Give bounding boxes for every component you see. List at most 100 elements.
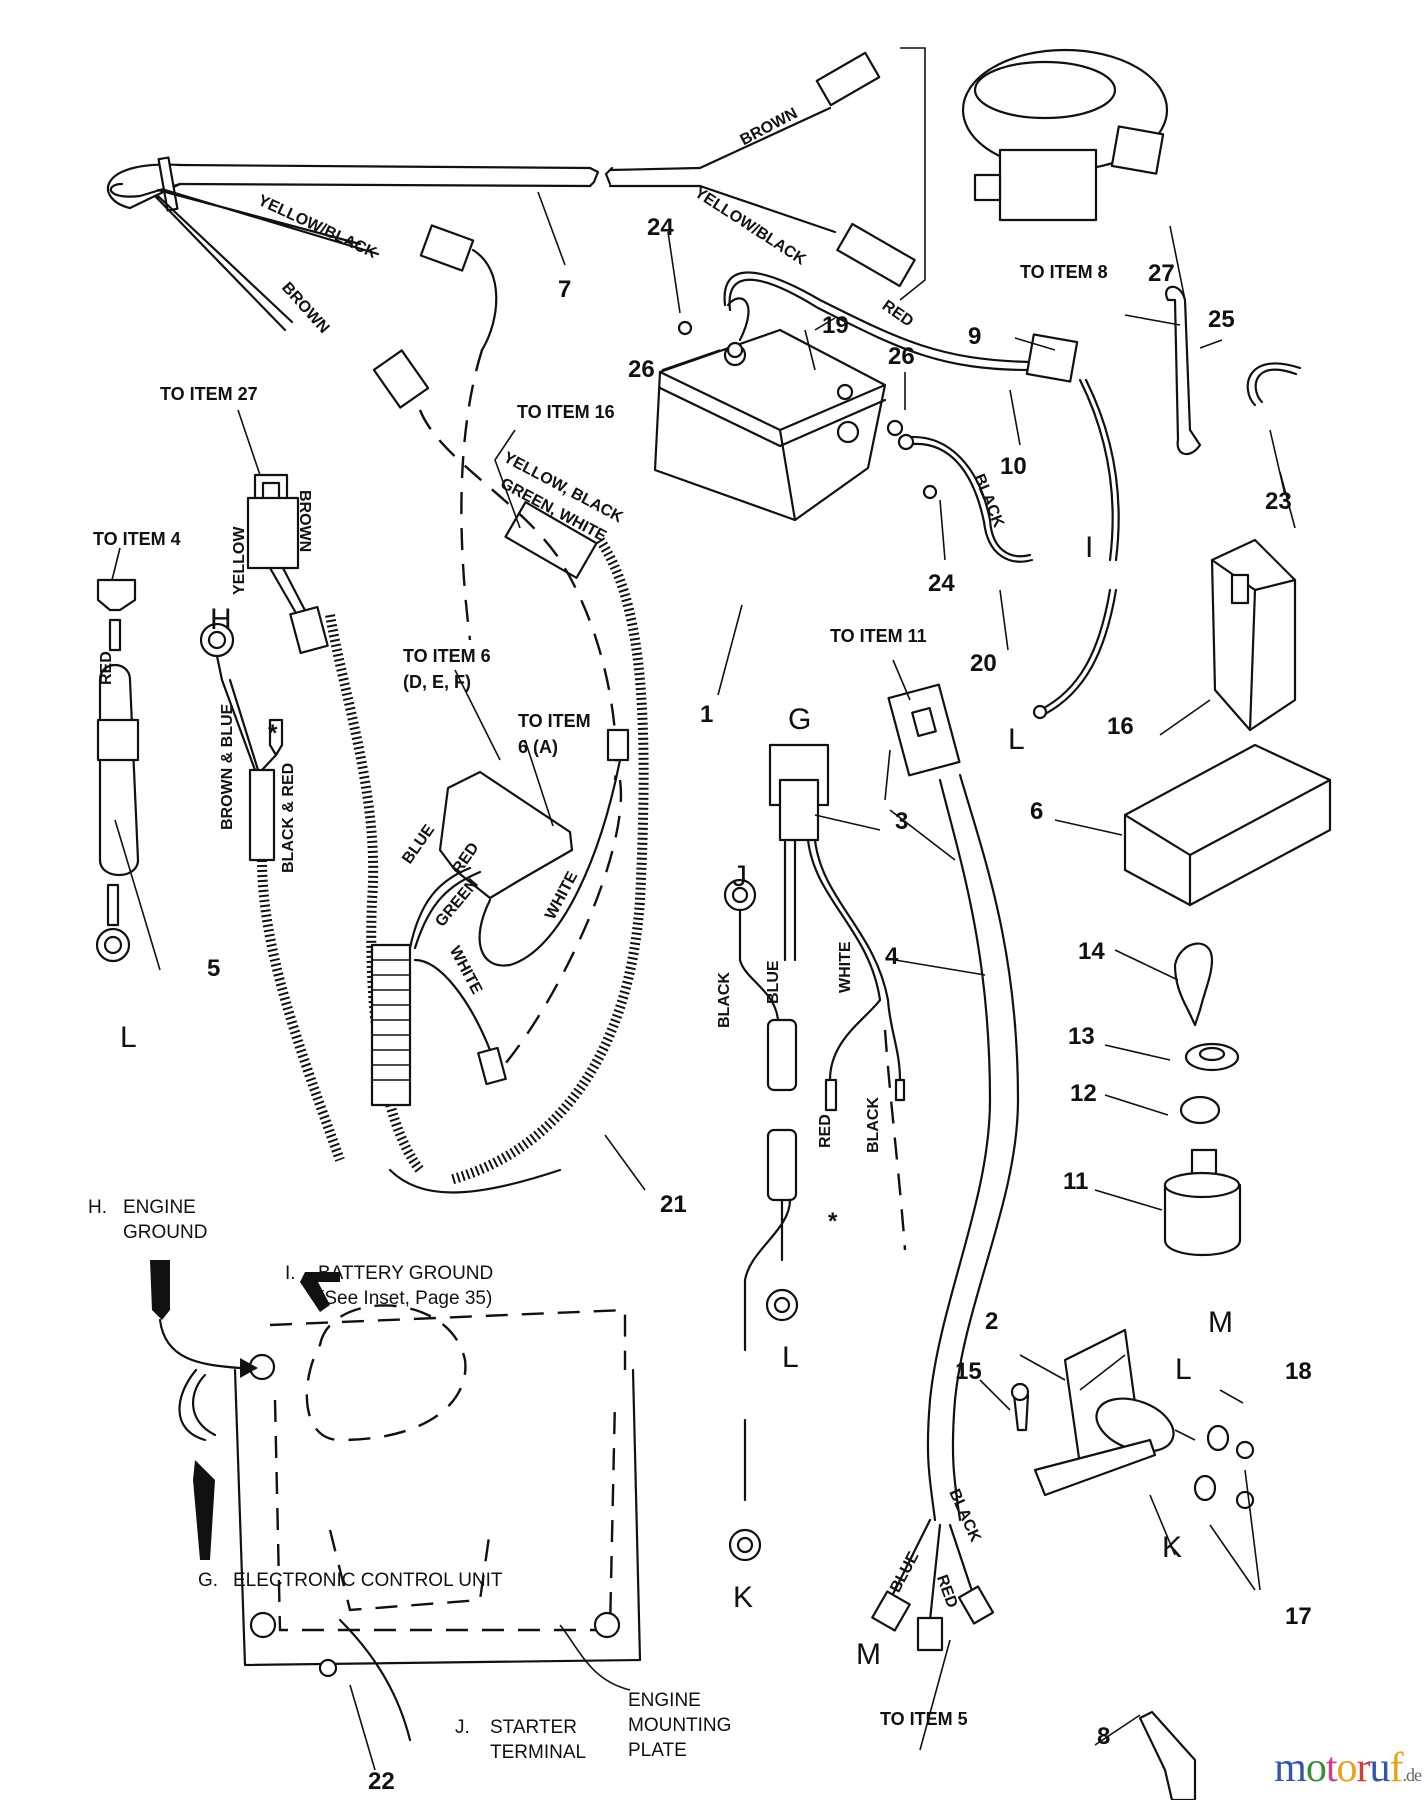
part-number-6: 6 <box>1030 798 1044 825</box>
eyelet-h-wires <box>199 622 284 772</box>
reference-to-item-6-a: TO ITEM <box>518 711 591 731</box>
note-plate-line2: MOUNTING <box>628 1715 732 1736</box>
part-3-lead <box>723 743 906 1562</box>
wire-label-black-red: BLACK & RED <box>280 762 297 873</box>
connector-to-item-6 <box>408 728 630 1086</box>
part-number-24: 24 <box>647 214 674 241</box>
connection-letter-i: I <box>1085 531 1094 564</box>
connection-letter-l: L <box>782 1341 799 1374</box>
part-number-18: 18 <box>1285 1358 1312 1385</box>
part-number-26: 26 <box>628 356 655 383</box>
wire-label-brown-blue: BROWN & BLUE <box>219 703 236 830</box>
part-12-washer <box>1179 1095 1221 1125</box>
watermark-tld: .de <box>1402 1765 1422 1785</box>
watermark-letter: o <box>1305 1745 1327 1791</box>
part-25-23 <box>1165 285 1302 456</box>
connection-letter-k: K <box>733 1581 754 1614</box>
part-5-fuse-holder <box>95 578 140 963</box>
motoruf-watermark: motoruf.de <box>1274 1744 1422 1792</box>
wire-label-red: RED <box>817 1114 834 1148</box>
part-number-7: 7 <box>558 276 572 303</box>
part-number-3: 3 <box>895 808 909 835</box>
part-number-22: 22 <box>368 1768 395 1795</box>
note-h-line1: ENGINE <box>123 1197 196 1218</box>
harness-item-21 <box>248 409 649 1194</box>
note-j-line1: STARTER <box>490 1717 577 1738</box>
part-number-13: 13 <box>1068 1023 1095 1050</box>
part-number-27: 27 <box>1148 260 1175 287</box>
part-number-21: 21 <box>660 1191 687 1218</box>
note-i-label: I. <box>285 1263 296 1284</box>
part-13-nut <box>1184 1042 1240 1072</box>
part-number-5: 5 <box>207 955 221 982</box>
part-16-relay <box>1210 538 1297 732</box>
watermark-letter: r <box>1356 1745 1371 1791</box>
part-number-15: 15 <box>955 1358 982 1385</box>
note-plate-line3: PLATE <box>628 1740 687 1761</box>
connection-letter-g: G <box>788 703 812 736</box>
connection-letter-l: L <box>1008 723 1025 756</box>
reference-to-item-8: TO ITEM 8 <box>1020 262 1108 282</box>
part-number-4: 4 <box>885 943 899 970</box>
part-number-16: 16 <box>1107 713 1134 740</box>
wire-label-yellow: YELLOW <box>231 526 248 595</box>
note-h-label: H. <box>88 1197 107 1218</box>
connector-to-item-27 <box>246 473 329 655</box>
part-number-1: 1 <box>700 701 714 728</box>
part-number-10: 10 <box>1000 453 1027 480</box>
watermark-letter: m <box>1274 1745 1307 1791</box>
part-number-17: 17 <box>1285 1603 1312 1630</box>
leader-lines <box>111 191 1296 1771</box>
connection-letter-l: L <box>1175 1353 1192 1386</box>
part-number-23: 23 <box>1265 488 1292 515</box>
wire-label-black: BLACK <box>716 972 733 1028</box>
cable-items-9-10-20 <box>677 271 1120 720</box>
part-16-connector-body-decor <box>1230 573 1250 605</box>
part-2-solenoid <box>1010 1328 1255 1510</box>
note-g-text: ELECTRONIC CONTROL UNIT <box>233 1570 503 1591</box>
note-i-line1: BATTERY GROUND <box>318 1263 494 1284</box>
part-14-key <box>1173 942 1214 1027</box>
part-number-20: 20 <box>970 650 997 677</box>
part-number-9: 9 <box>968 323 982 350</box>
part-6-connector <box>1123 743 1332 907</box>
part-number-12: 12 <box>1070 1080 1097 1107</box>
note-j-label: J. <box>455 1717 470 1738</box>
part-27-module <box>961 48 1169 222</box>
note-h-line2: GROUND <box>123 1222 208 1243</box>
reference-to-item-11: TO ITEM 11 <box>830 626 927 646</box>
reference-to-item-6-def-pins: (D, E, F) <box>403 672 471 692</box>
watermark-letter: f <box>1389 1745 1404 1791</box>
part-number-14: 14 <box>1078 938 1105 965</box>
reference-to-item-27: TO ITEM 27 <box>160 384 258 404</box>
part-number-26: 26 <box>888 343 915 370</box>
wire-label-brown: BROWN <box>296 490 313 553</box>
reference-to-item-4: TO ITEM 4 <box>93 529 181 549</box>
reference-to-item-16: TO ITEM 16 <box>517 402 615 422</box>
watermark-letter: o <box>1336 1745 1358 1791</box>
connection-letter-k: K <box>1162 1531 1183 1564</box>
part-number-25: 25 <box>1208 306 1235 333</box>
connection-letter-m: M <box>856 1638 881 1671</box>
part-4-harness <box>871 683 1020 1652</box>
connection-letter-m: M <box>1208 1306 1233 1339</box>
part-number-11: 11 <box>1063 1168 1089 1195</box>
connection-letter-l: L <box>120 1021 137 1054</box>
harness-item-7 <box>106 47 926 641</box>
part-number-8: 8 <box>1097 1723 1111 1750</box>
reference-to-item-5: TO ITEM 5 <box>880 1709 968 1729</box>
wire-label-white: WHITE <box>837 941 854 993</box>
wire-label-red: RED <box>98 651 115 685</box>
engine-mounting-plate <box>150 1260 642 1742</box>
connection-letter-j: J <box>732 860 747 893</box>
asterisk-marker: * <box>828 1208 838 1235</box>
watermark-letters: motoruf <box>1274 1745 1404 1791</box>
reference-to-item-6-a-pin: 6 (A) <box>518 737 558 757</box>
connection-letter-h: H <box>210 603 232 636</box>
watermark-letter: t <box>1325 1745 1338 1791</box>
note-plate-line1: ENGINE <box>628 1690 701 1711</box>
part-number-19: 19 <box>822 312 849 339</box>
note-g-label: G. <box>198 1570 219 1591</box>
